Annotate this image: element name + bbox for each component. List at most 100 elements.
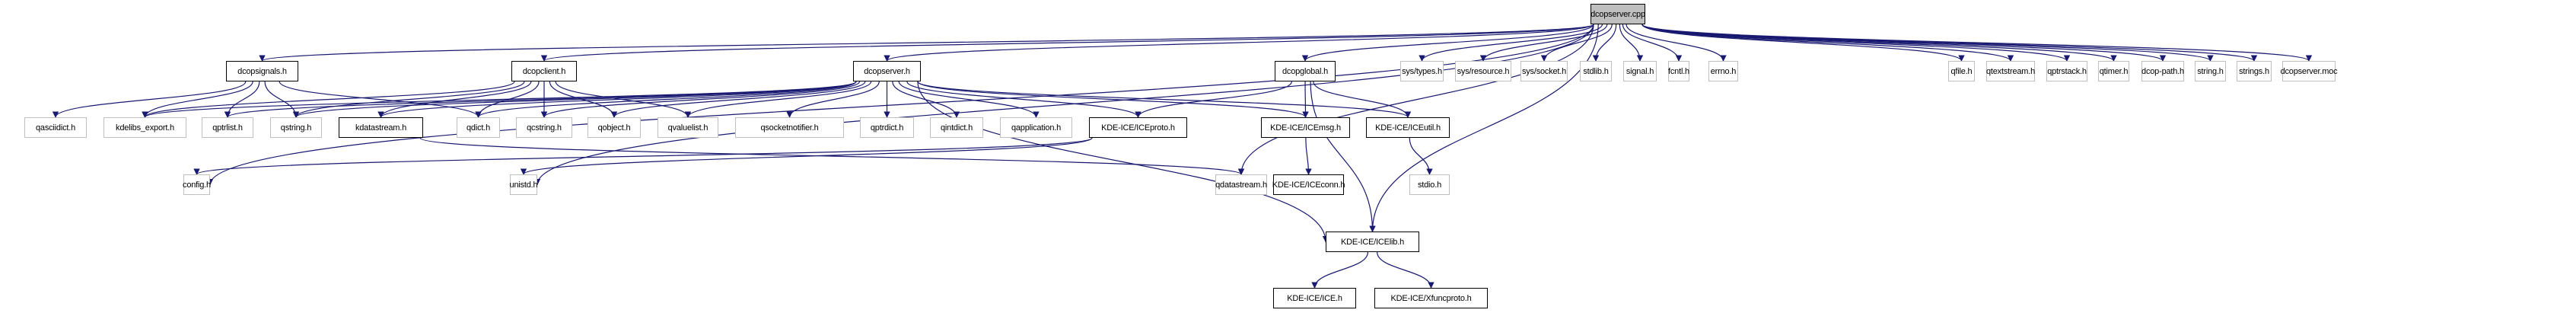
node-sys-socket-h: sys/socket.h <box>1520 61 1568 81</box>
edge-icelib-to-xfuncproto <box>1377 251 1434 289</box>
edge-dcopclient-to-kdatastream <box>377 81 532 118</box>
edge-root-to-dcopserverh <box>884 24 1594 62</box>
edge-root-to-qptrstack <box>1641 24 2071 62</box>
edge-root-to-qdatastream <box>1237 24 1594 175</box>
node-dcopclient-h[interactable]: dcopclient.h <box>511 61 577 81</box>
node-qptrstack-h: qptrstack.h <box>2046 61 2087 81</box>
node-qasciidict-h: qasciidict.h <box>24 117 87 138</box>
node-label: kdatastream.h <box>355 123 407 133</box>
node-dcopsignals-h[interactable]: dcopsignals.h <box>226 61 298 81</box>
edge-root-to-config <box>206 24 1594 186</box>
edge-root-to-strings <box>1641 24 2257 62</box>
node-label: qfile.h <box>1950 66 1973 76</box>
node-label: qdict.h <box>466 123 490 133</box>
node-label: sys/socket.h <box>1521 66 1567 76</box>
node-qdict-h: qdict.h <box>457 117 500 138</box>
node-ice-icelib-h[interactable]: KDE-ICE/ICElib.h <box>1326 232 1419 252</box>
edge-root-to-signal <box>1619 24 1644 62</box>
node-label: KDE-ICE/ICEmsg.h <box>1270 123 1341 133</box>
node-label: dcopserver.h <box>864 66 910 76</box>
edge-dcopserverh-to-qapplication <box>898 81 1040 118</box>
node-strings-h: strings.h <box>2237 61 2272 81</box>
edge-dcopsignals-to-kdelibsexport <box>142 81 253 118</box>
edge-dcopserverh-to-icemsg <box>917 81 1309 118</box>
edge-root-to-errno <box>1626 24 1727 62</box>
edge-iceproto-to-config <box>193 137 1093 175</box>
edge-root-to-sysresource <box>1479 24 1608 62</box>
node-label: qptrstack.h <box>2047 66 2087 76</box>
edge-dcopserverh-to-kdatastream <box>377 81 857 118</box>
node-kdelibs-export-h: kdelibs_export.h <box>103 117 186 138</box>
node-label: config.h <box>183 180 211 190</box>
edge-icemsg-to-iceconn <box>1305 137 1312 175</box>
edge-root-to-syssocket <box>1540 24 1613 62</box>
edge-root-to-dcopclient <box>541 24 1594 62</box>
edge-root-to-stdlib <box>1592 24 1617 62</box>
node-label: sys/types.h <box>1402 66 1442 76</box>
node-qfile-h: qfile.h <box>1948 61 1975 81</box>
node-label: qstring.h <box>280 123 312 133</box>
node-qtimer-h: qtimer.h <box>2098 61 2129 81</box>
edge-dcopsignals-to-qstring <box>264 81 300 118</box>
node-label: dcopserver.moc <box>2280 66 2338 76</box>
node-label: dcop-path.h <box>2141 66 2184 76</box>
node-ice-icemsg-h[interactable]: KDE-ICE/ICEmsg.h <box>1261 117 1350 138</box>
node-signal-h: signal.h <box>1623 61 1657 81</box>
edge-root-to-fcntl <box>1622 24 1683 62</box>
node-label: qobject.h <box>597 123 631 133</box>
node-qptrlist-h: qptrlist.h <box>202 117 253 138</box>
edge-dcopsignals-to-qasciidict <box>52 81 247 118</box>
edge-icelib-to-ice <box>1311 251 1369 289</box>
node-label: dcopsignals.h <box>237 66 287 76</box>
edge-root-to-qtimer <box>1641 24 2117 62</box>
node-qsocketnotifier-h: qsocketnotifier.h <box>735 117 844 138</box>
node-kdatastream-h[interactable]: kdatastream.h <box>339 117 423 138</box>
node-config-h: config.h <box>183 174 211 195</box>
node-label: qtextstream.h <box>1985 66 2036 76</box>
node-label: KDE-ICE/ICEutil.h <box>1375 123 1441 133</box>
node-ice-iceutil-h[interactable]: KDE-ICE/ICEutil.h <box>1366 117 1450 138</box>
edge-root-to-unistd <box>533 24 1594 186</box>
node-ice-ice-h[interactable]: KDE-ICE/ICE.h <box>1273 288 1356 308</box>
node-qobject-h: qobject.h <box>587 117 641 138</box>
node-qstring-h: qstring.h <box>270 117 322 138</box>
node-label: errno.h <box>1710 66 1737 76</box>
edge-dcopserverh-to-iceutil <box>917 81 1411 118</box>
edge-root-to-qtextstream <box>1641 24 2014 62</box>
edge-dcopserverh-to-qvaluelist <box>684 81 872 118</box>
node-dcopserver-h[interactable]: dcopserver.h <box>853 61 921 81</box>
node-label: KDE-ICE/ICE.h <box>1287 293 1342 303</box>
node-qapplication-h: qapplication.h <box>1000 117 1072 138</box>
edge-dcopserverh-to-qobject <box>610 81 866 118</box>
node-ice-iceproto-h[interactable]: KDE-ICE/ICEproto.h <box>1089 117 1187 138</box>
edge-iceproto-to-unistd <box>521 137 1093 175</box>
edge-dcopserverh-to-qcstring <box>540 81 861 118</box>
edge-root-to-systypes <box>1419 24 1603 62</box>
node-label: KDE-ICE/ICEproto.h <box>1101 123 1175 133</box>
edge-dcopclient-to-kdelibsexport <box>142 81 515 118</box>
edge-root-to-qfile <box>1641 24 1965 62</box>
edge-dcopsignals-to-qdict <box>279 81 482 118</box>
node-qtextstream-h: qtextstream.h <box>1986 61 2035 81</box>
node-ice-iceconn-h[interactable]: KDE-ICE/ICEconn.h <box>1272 174 1345 195</box>
node-label: signal.h <box>1626 66 1654 76</box>
node-string-h: string.h <box>2195 61 2226 81</box>
node-label: qvaluelist.h <box>667 123 708 133</box>
node-dcopserver-cpp[interactable]: dcopserver.cpp <box>1590 4 1645 24</box>
edge-dcopserverh-to-qdict <box>475 81 857 118</box>
node-label: dcopglobal.h <box>1282 66 1328 76</box>
node-dcopserver-moc: dcopserver.moc <box>2280 61 2338 81</box>
edge-dcopserverh-to-kdelibsexport <box>142 81 857 118</box>
node-sys-types-h: sys/types.h <box>1400 61 1444 81</box>
node-stdlib-h: stdlib.h <box>1580 61 1612 81</box>
node-label: dcopclient.h <box>522 66 566 76</box>
node-label: strings.h <box>2239 66 2269 76</box>
edge-dcopserverh-to-qintdict <box>892 81 960 118</box>
node-qcstring-h: qcstring.h <box>516 117 572 138</box>
node-label: KDE-ICE/ICEconn.h <box>1272 180 1345 190</box>
node-dcopglobal-h[interactable]: dcopglobal.h <box>1275 61 1336 81</box>
edge-root-to-dcopglobal <box>1301 24 1594 62</box>
node-ice-xfuncproto-h[interactable]: KDE-ICE/Xfuncproto.h <box>1374 288 1488 308</box>
node-unistd-h: unistd.h <box>510 174 538 195</box>
